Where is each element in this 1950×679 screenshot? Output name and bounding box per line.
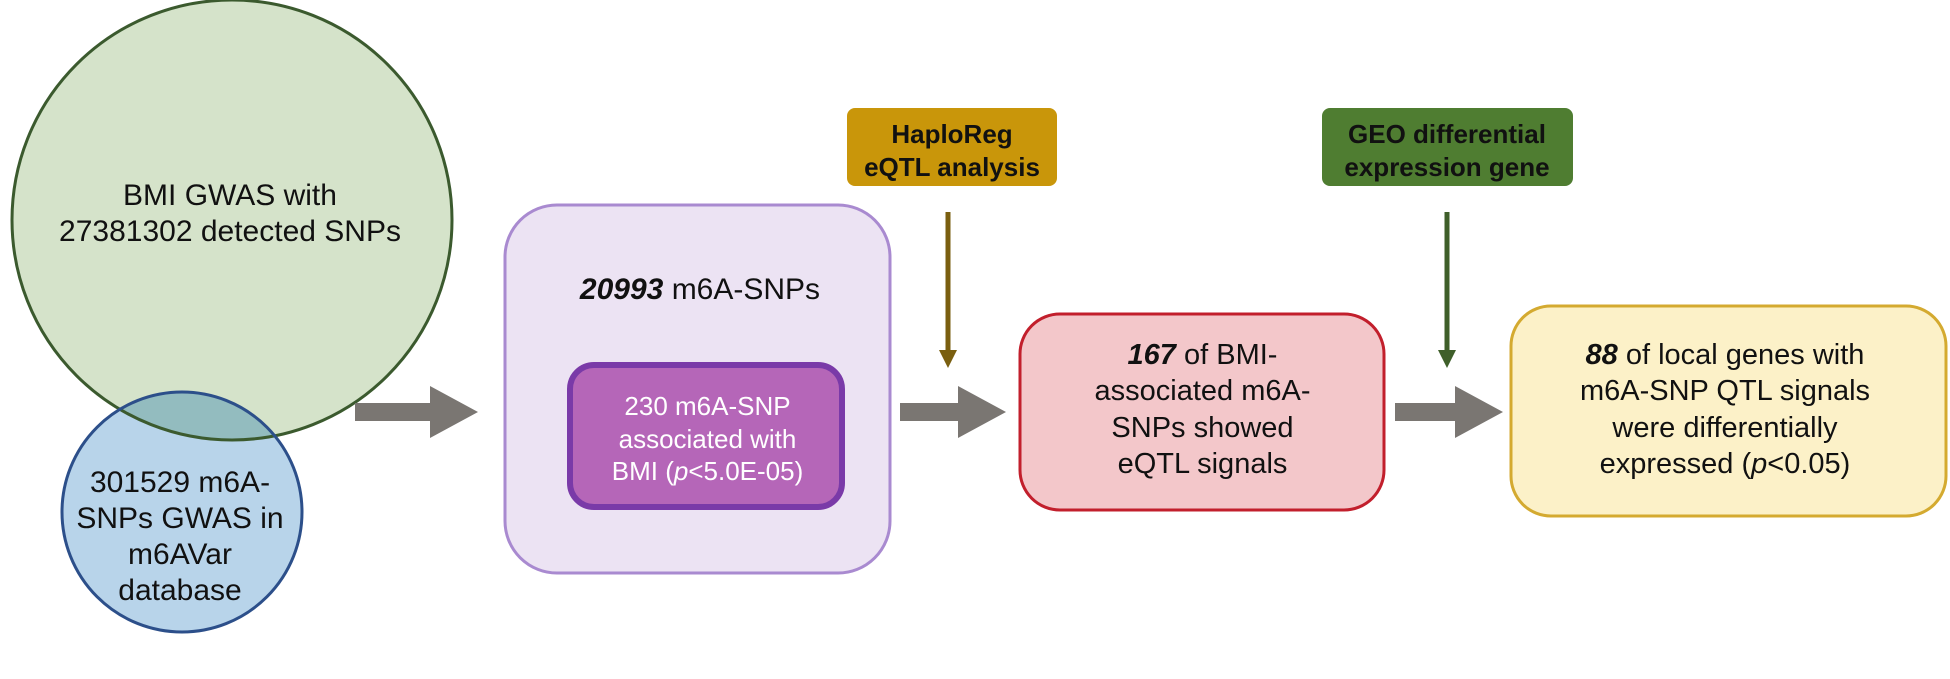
- geo-tag-label: GEO differential expression gene: [1322, 118, 1572, 183]
- eqtl-box: [1018, 312, 1386, 512]
- bmi-assoc-line3: BMI (p<5.0E-05): [575, 455, 840, 488]
- m6avar-line2: SNPs GWAS in: [76, 502, 284, 535]
- bmi-assoc-label: 230 m6A-SNP associated with BMI (p<5.0E-…: [575, 390, 840, 488]
- eqtl-line1: 167 of BMI-: [1025, 337, 1380, 373]
- eqtl-line4: eQTL signals: [1117, 447, 1288, 480]
- result-p: p: [1751, 447, 1768, 480]
- result-line3: were differentially: [1612, 411, 1838, 444]
- m6a-snps-title: 20993 m6A-SNPs: [505, 272, 895, 308]
- bmi-assoc-line3-post: <5.0E-05): [688, 456, 804, 486]
- m6avar-line1: 301529 m6A-: [89, 466, 271, 499]
- geo-down-arrow-head: [1438, 350, 1456, 368]
- geo-line2: expression gene: [1344, 151, 1550, 182]
- bmi-assoc-line2: associated with: [618, 423, 797, 454]
- eqtl-line3: SNPs showed: [1111, 411, 1294, 444]
- m6a-snps-suffix: m6A-SNPs: [663, 273, 821, 306]
- bmi-assoc-line1: 230 m6A-SNP: [624, 391, 791, 421]
- haploreg-line2: eQTL analysis: [864, 151, 1040, 182]
- eqtl-box-label: 167 of BMI- associated m6A- SNPs showed …: [1025, 337, 1380, 482]
- result-box-label: 88 of local genes with m6A-SNP QTL signa…: [1515, 337, 1935, 482]
- m6a-snps-count: 20993: [579, 273, 664, 306]
- arrow-circles-to-m6a: [355, 386, 478, 438]
- arrow-m6a-to-eqtl: [900, 386, 1006, 438]
- result-line4: expressed (p<0.05): [1515, 446, 1935, 482]
- bmi-assoc-p: p: [673, 456, 689, 486]
- haploreg-tag: [847, 108, 1057, 186]
- haploreg-down-arrow-head: [939, 350, 957, 368]
- m6avar-line3: m6AVar: [128, 538, 232, 571]
- gwas-line2: 27381302 detected SNPs: [59, 215, 401, 248]
- geo-tag: [1322, 108, 1573, 186]
- result-line4-pre: expressed (: [1599, 447, 1752, 480]
- haploreg-tag-label: HaploReg eQTL analysis: [847, 118, 1057, 183]
- bmi-assoc-inner-box: [567, 362, 845, 510]
- gwas-circle-label: BMI GWAS with 27381302 detected SNPs: [20, 178, 440, 250]
- result-line1: 88 of local genes with: [1515, 337, 1935, 373]
- eqtl-line2: associated m6A-: [1094, 375, 1311, 408]
- result-line2: m6A-SNP QTL signals: [1579, 375, 1871, 408]
- bmi-assoc-line3-pre: BMI (: [611, 456, 674, 486]
- m6avar-circle-label: 301529 m6A- SNPs GWAS in m6AVar database: [60, 465, 300, 609]
- haploreg-line1: HaploReg: [891, 119, 1013, 149]
- eqtl-count: 167: [1127, 339, 1176, 371]
- m6avar-circle-outline: [60, 390, 304, 634]
- arrow-eqtl-to-result: [1395, 386, 1503, 438]
- result-line4-post: <0.05): [1767, 447, 1851, 480]
- result-line1-rest: of local genes with: [1617, 339, 1865, 371]
- result-count: 88: [1585, 339, 1618, 371]
- result-box: [1509, 304, 1948, 518]
- gwas-circle: [12, 0, 452, 440]
- m6avar-circle: [62, 392, 302, 632]
- gwas-line1: BMI GWAS with: [123, 179, 337, 212]
- m6avar-line4: database: [118, 574, 242, 607]
- eqtl-line1-rest: of BMI-: [1175, 339, 1278, 371]
- gwas-circle-outline: [10, 0, 454, 442]
- geo-line1: GEO differential: [1348, 119, 1546, 149]
